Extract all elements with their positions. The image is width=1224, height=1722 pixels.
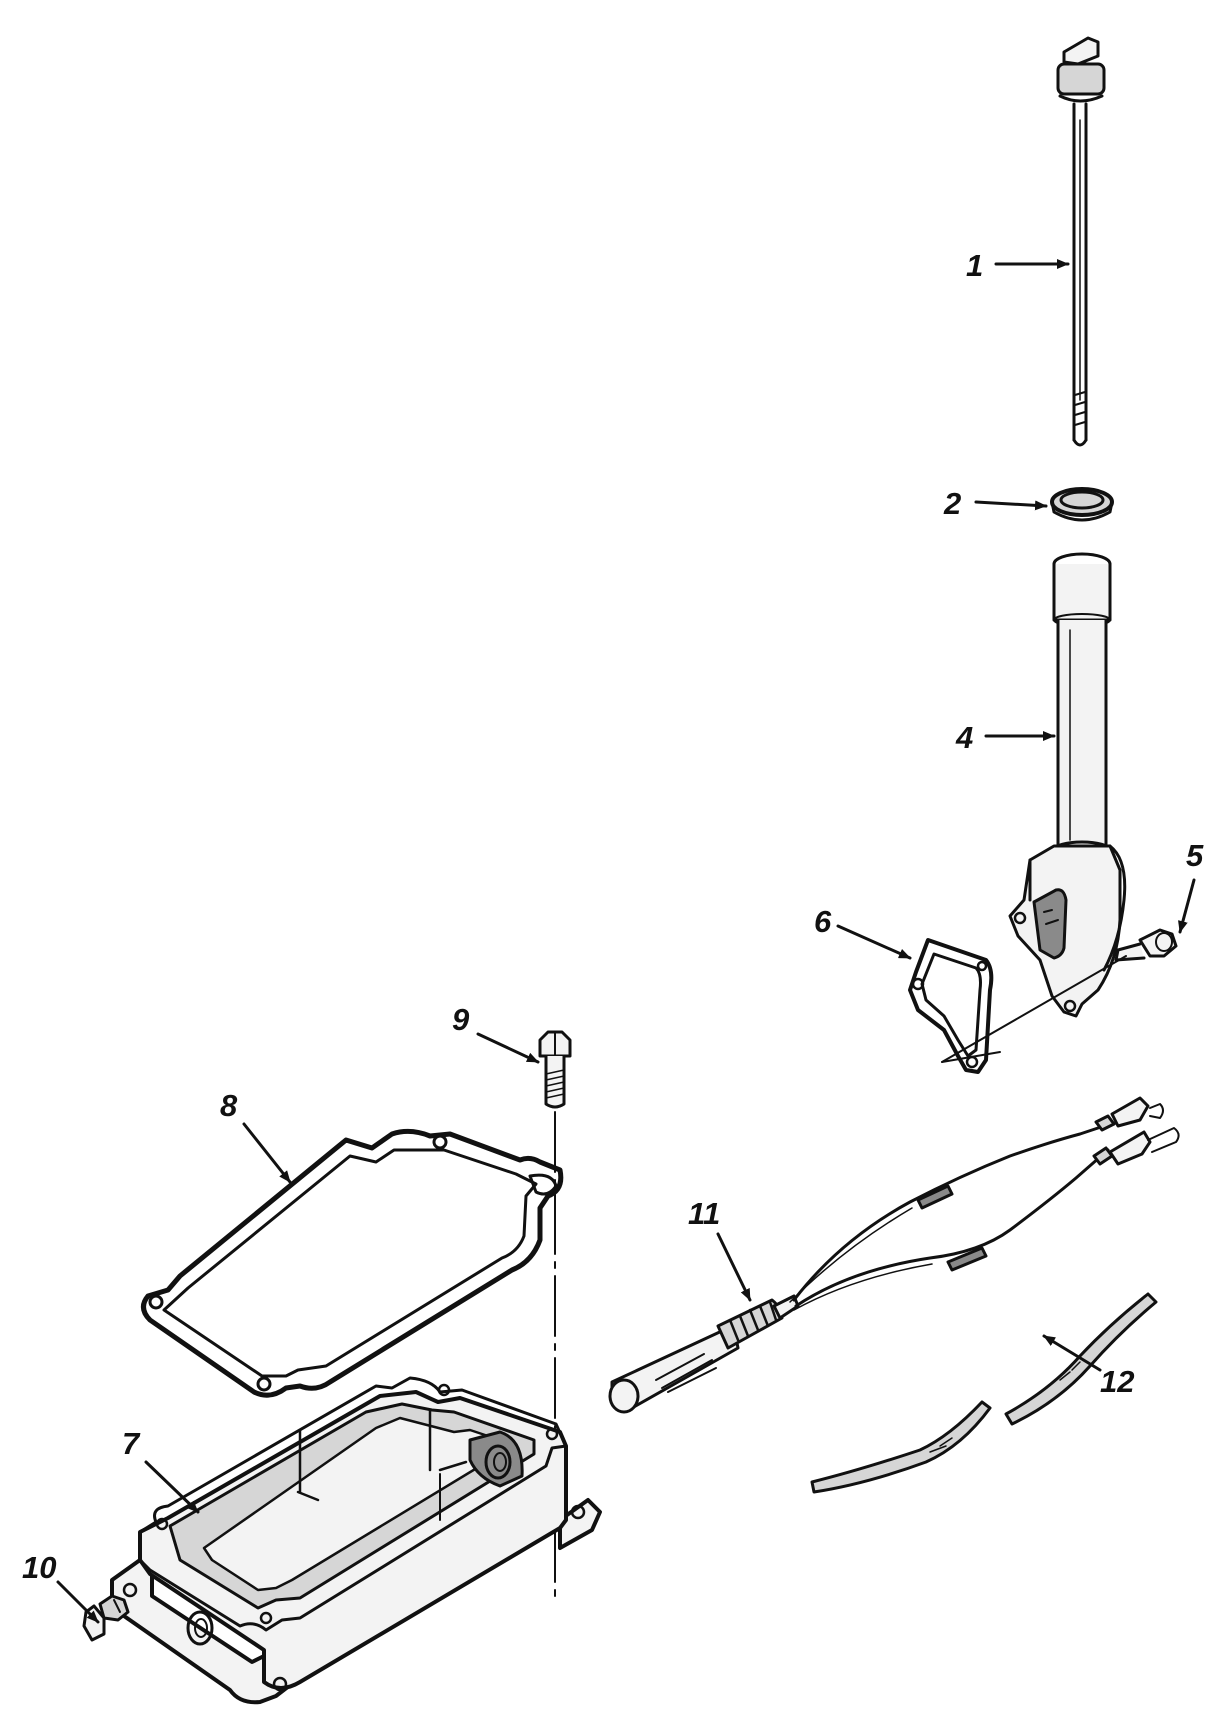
leader-11	[716, 1232, 752, 1302]
leader-2	[974, 500, 1048, 511]
screw-part	[1114, 928, 1178, 962]
bolt-part	[538, 1030, 572, 1109]
sensor-harness-part	[608, 1096, 1180, 1414]
dipstick-tube-part	[1008, 552, 1127, 1018]
callout-2: 2	[943, 486, 961, 521]
leader-7	[144, 1460, 200, 1514]
leader-6	[836, 924, 912, 960]
callout-6: 6	[814, 904, 832, 939]
callout-11: 11	[688, 1196, 720, 1231]
callout-4: 4	[955, 720, 973, 755]
callout-10: 10	[22, 1550, 56, 1585]
dipstick-part	[1056, 36, 1106, 447]
callout-12: 12	[1100, 1364, 1134, 1399]
callout-9: 9	[452, 1002, 470, 1037]
leader-9	[476, 1032, 540, 1064]
callout-5: 5	[1186, 838, 1204, 873]
callout-1: 1	[966, 248, 983, 283]
leader-12	[1042, 1334, 1102, 1372]
leader-8	[242, 1122, 292, 1184]
gasket-small-part	[908, 938, 994, 1074]
callout-7: 7	[122, 1426, 141, 1461]
callout-8: 8	[220, 1088, 238, 1123]
drain-plug-part	[82, 1594, 130, 1642]
leader-5	[1178, 878, 1196, 934]
pan-gasket-part	[141, 1128, 564, 1398]
oil-pan-part	[110, 1376, 602, 1705]
seal-ring-part	[1050, 487, 1114, 522]
leader-10	[56, 1580, 100, 1624]
